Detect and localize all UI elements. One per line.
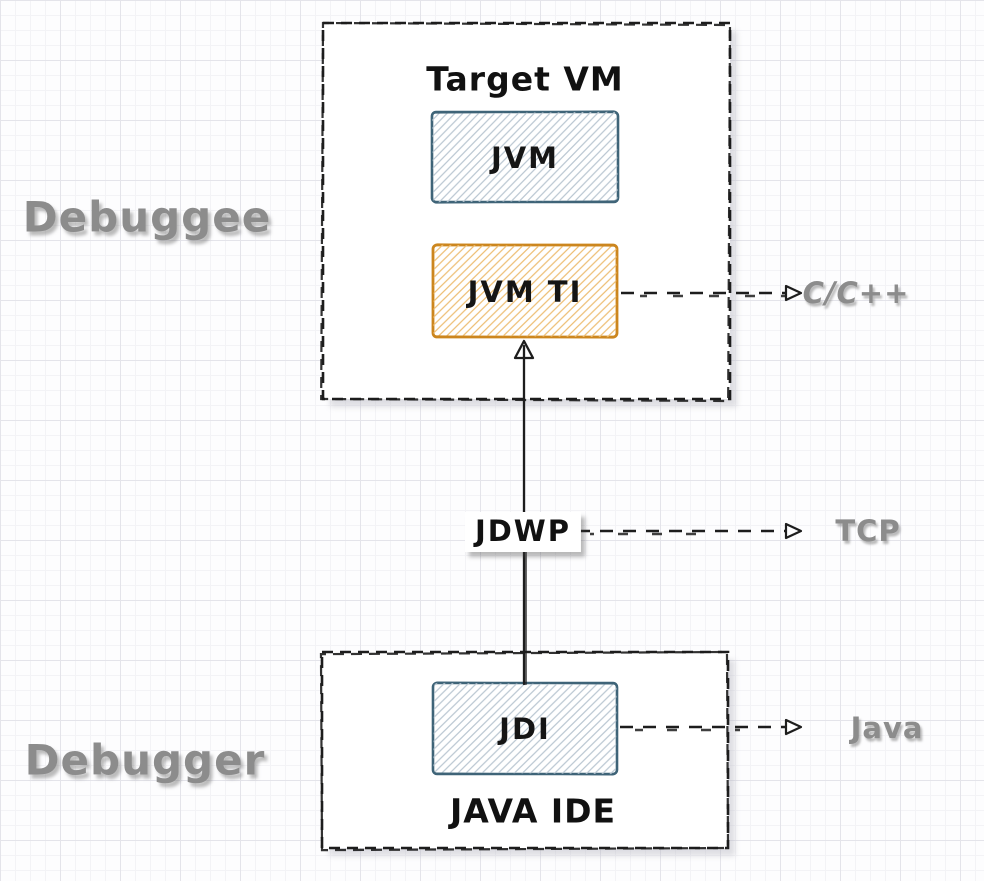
target-vm-title: Target VM [426,59,624,99]
cpp-endpoint-label: C/C++ [802,276,910,310]
debugger-label: Debugger [24,735,266,785]
arrowhead-right-icon [784,522,803,540]
arrowhead-right-icon [784,284,803,302]
arrowhead-up-icon [513,339,535,360]
jvm-ti-label: JVM TI [467,275,583,309]
tcp-endpoint-label: TCP [835,514,901,548]
debuggee-label: Debuggee [22,192,272,242]
java-ide-title: JAVA IDE [449,791,617,831]
jvm-box [430,110,620,204]
jvm-label: JVM [490,141,560,175]
jdwp-label: JDWP [464,512,582,552]
arrow-jdwp-to-tcp [577,522,803,540]
jdi-box [431,681,619,776]
jvm-ti-box [431,243,619,339]
jdi-label: JDI [499,712,551,746]
arrowhead-right-icon [784,718,803,736]
java-endpoint-label: Java [850,711,924,745]
arrow-jvmti-to-cpp [621,284,803,302]
arrow-jdi-to-java [620,718,803,736]
